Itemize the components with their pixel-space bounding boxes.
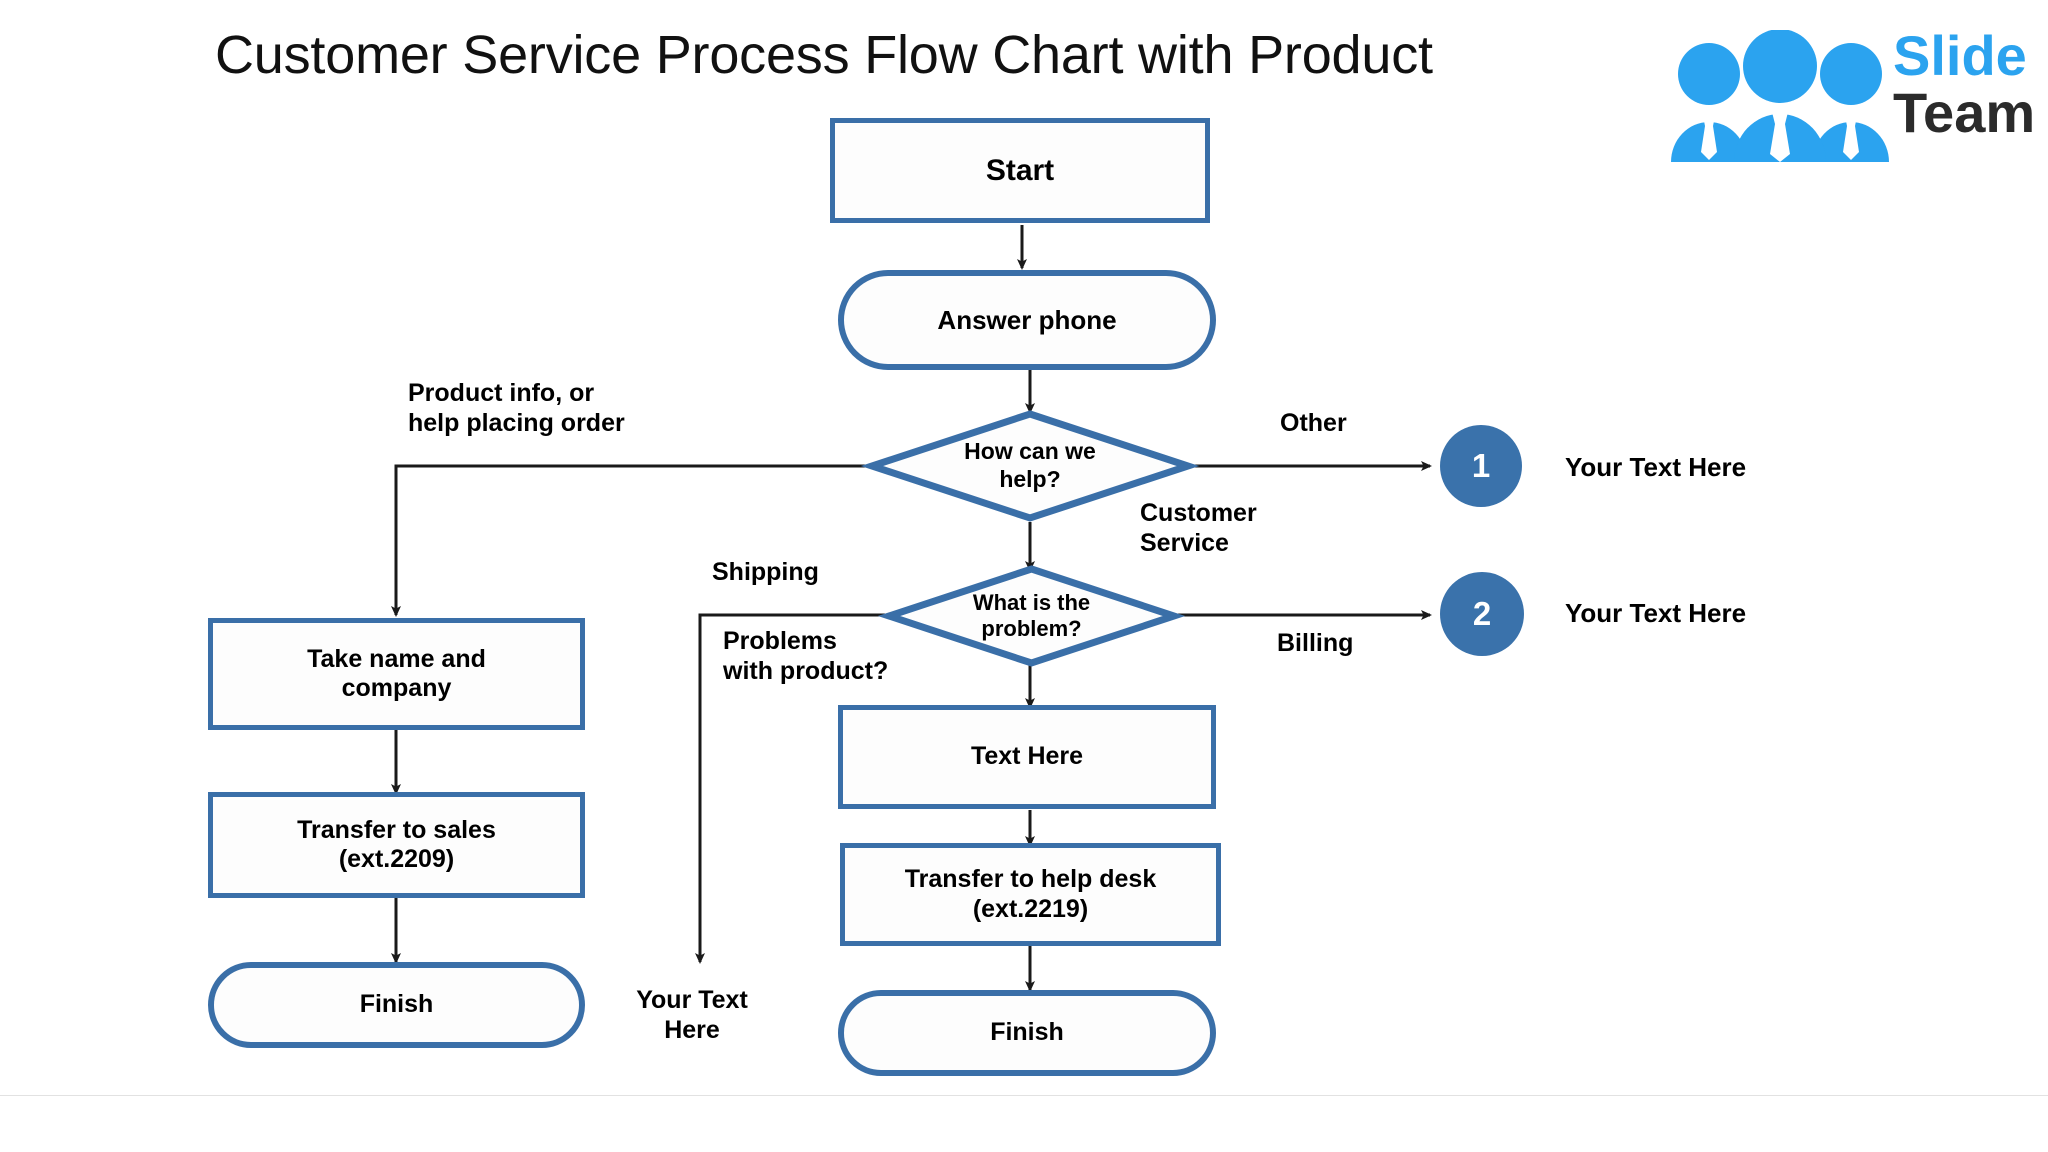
edge-help-takename xyxy=(391,464,868,617)
edge-label-problems-with-product: Problems with product? xyxy=(723,627,889,685)
three-people-icon xyxy=(1671,30,1889,162)
node-finish-mid-label: Finish xyxy=(990,1018,1064,1047)
node-text-here-label: Text Here xyxy=(970,742,1084,771)
node-start[interactable]: Start xyxy=(830,118,1210,223)
node-take-name-label: Take name and company xyxy=(307,644,486,703)
edge-label-billing: Billing xyxy=(1277,629,1354,657)
bullet-text-1: Your Text Here xyxy=(1565,452,1747,482)
node-answer-phone-label: Answer phone xyxy=(937,304,1117,335)
logo-team-text: Team xyxy=(1893,81,2036,144)
bullet-circle-2-number: 2 xyxy=(1472,595,1492,632)
node-answer-phone[interactable]: Answer phone xyxy=(838,270,1216,370)
edge-label-shipping-placeholder: Your Text Here xyxy=(636,986,748,1044)
logo-wordmark: Slide Team xyxy=(1893,28,2048,142)
slideteam-logo: Slide Team xyxy=(1665,14,2045,164)
edge-label-shipping: Shipping xyxy=(712,558,819,586)
bullet-circle-1[interactable]: 1 xyxy=(1440,425,1522,507)
node-how-can-we-help-label: How can we help? xyxy=(964,438,1096,492)
node-transfer-to-sales[interactable]: Transfer to sales (ext.2209) xyxy=(208,792,585,898)
node-finish-left-label: Finish xyxy=(359,990,434,1019)
node-what-is-the-problem[interactable]: What is the problem? xyxy=(877,565,1186,667)
node-finish-mid[interactable]: Finish xyxy=(838,990,1216,1076)
page-title: Customer Service Process Flow Chart with… xyxy=(215,25,1433,85)
node-finish-left[interactable]: Finish xyxy=(208,962,585,1048)
node-transfer-to-sales-label: Transfer to sales (ext.2209) xyxy=(297,815,496,874)
node-transfer-to-help-desk-label: Transfer to help desk (ext.2219) xyxy=(904,865,1157,923)
bullet-circle-1-number: 1 xyxy=(1471,447,1491,484)
node-what-is-the-problem-label: What is the problem? xyxy=(972,589,1091,641)
edge-label-product-info: Product info, or help placing order xyxy=(408,379,625,437)
diamond-shape xyxy=(877,565,1186,667)
bullet-circle-2[interactable]: 2 xyxy=(1440,572,1524,656)
node-how-can-we-help[interactable]: How can we help? xyxy=(860,410,1200,522)
node-take-name-and-company[interactable]: Take name and company xyxy=(208,618,585,730)
edge-label-other: Other xyxy=(1280,409,1347,437)
logo-slide-text: Slide xyxy=(1893,24,2027,87)
footer-divider xyxy=(0,1095,2048,1096)
node-text-here[interactable]: Text Here xyxy=(838,705,1216,809)
edge-label-customer-service: Customer Service xyxy=(1140,499,1257,557)
bullet-text-2: Your Text Here xyxy=(1565,598,1747,628)
node-transfer-to-help-desk[interactable]: Transfer to help desk (ext.2219) xyxy=(840,843,1221,946)
node-start-label: Start xyxy=(985,153,1055,187)
diamond-shape xyxy=(860,410,1200,522)
